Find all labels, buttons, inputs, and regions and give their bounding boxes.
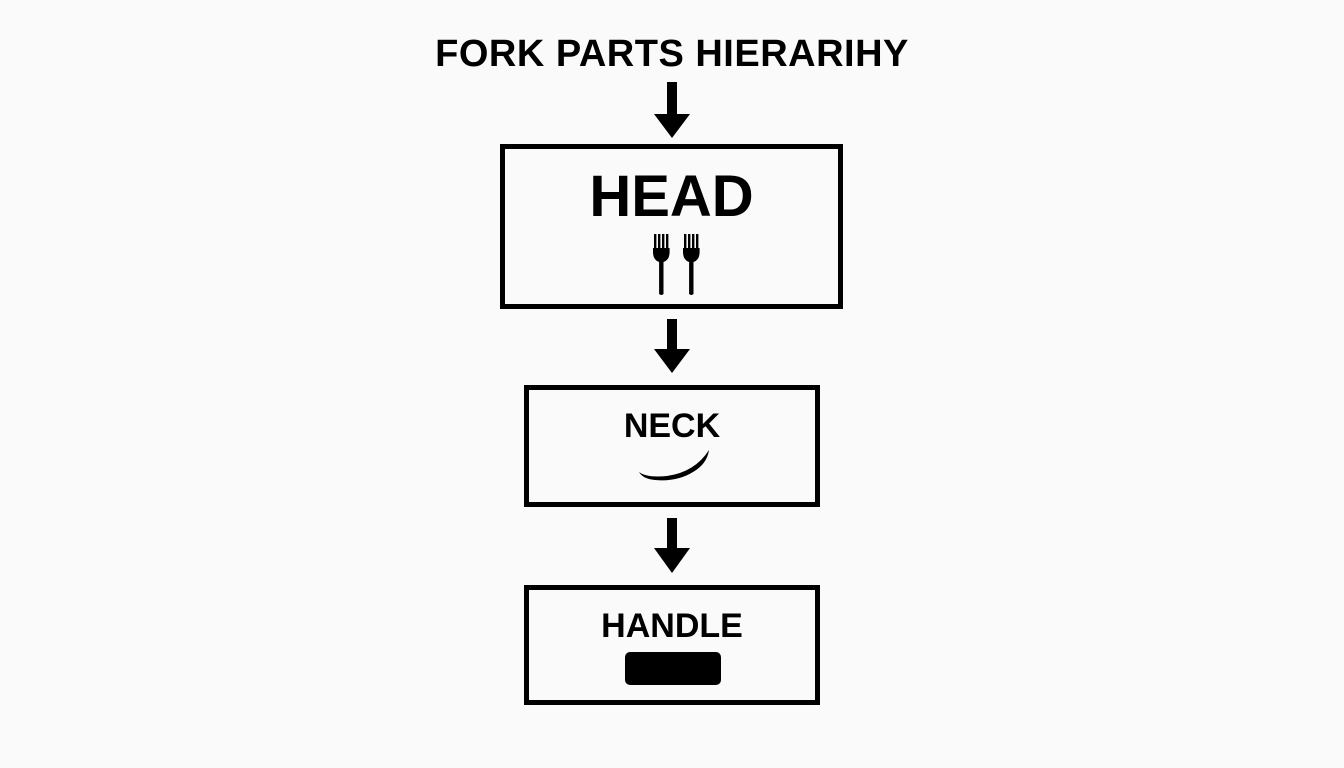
node-head-label: HEAD [589,164,754,229]
node-handle-label: HANDLE [601,607,743,645]
node-neck-label: NECK [623,407,721,445]
node-head: HEAD [500,144,843,309]
curve-icon [639,450,709,481]
handle-bar-icon [625,652,721,685]
arrow-neck-to-handle [654,518,690,573]
arrow-head-to-neck [654,319,690,373]
node-neck: NECK [524,385,820,507]
fork-icon [653,234,700,295]
node-handle: HANDLE [524,585,820,705]
diagram-title: FORK PARTS HIERARIHY [435,33,909,75]
arrow-title-to-head [654,82,690,138]
